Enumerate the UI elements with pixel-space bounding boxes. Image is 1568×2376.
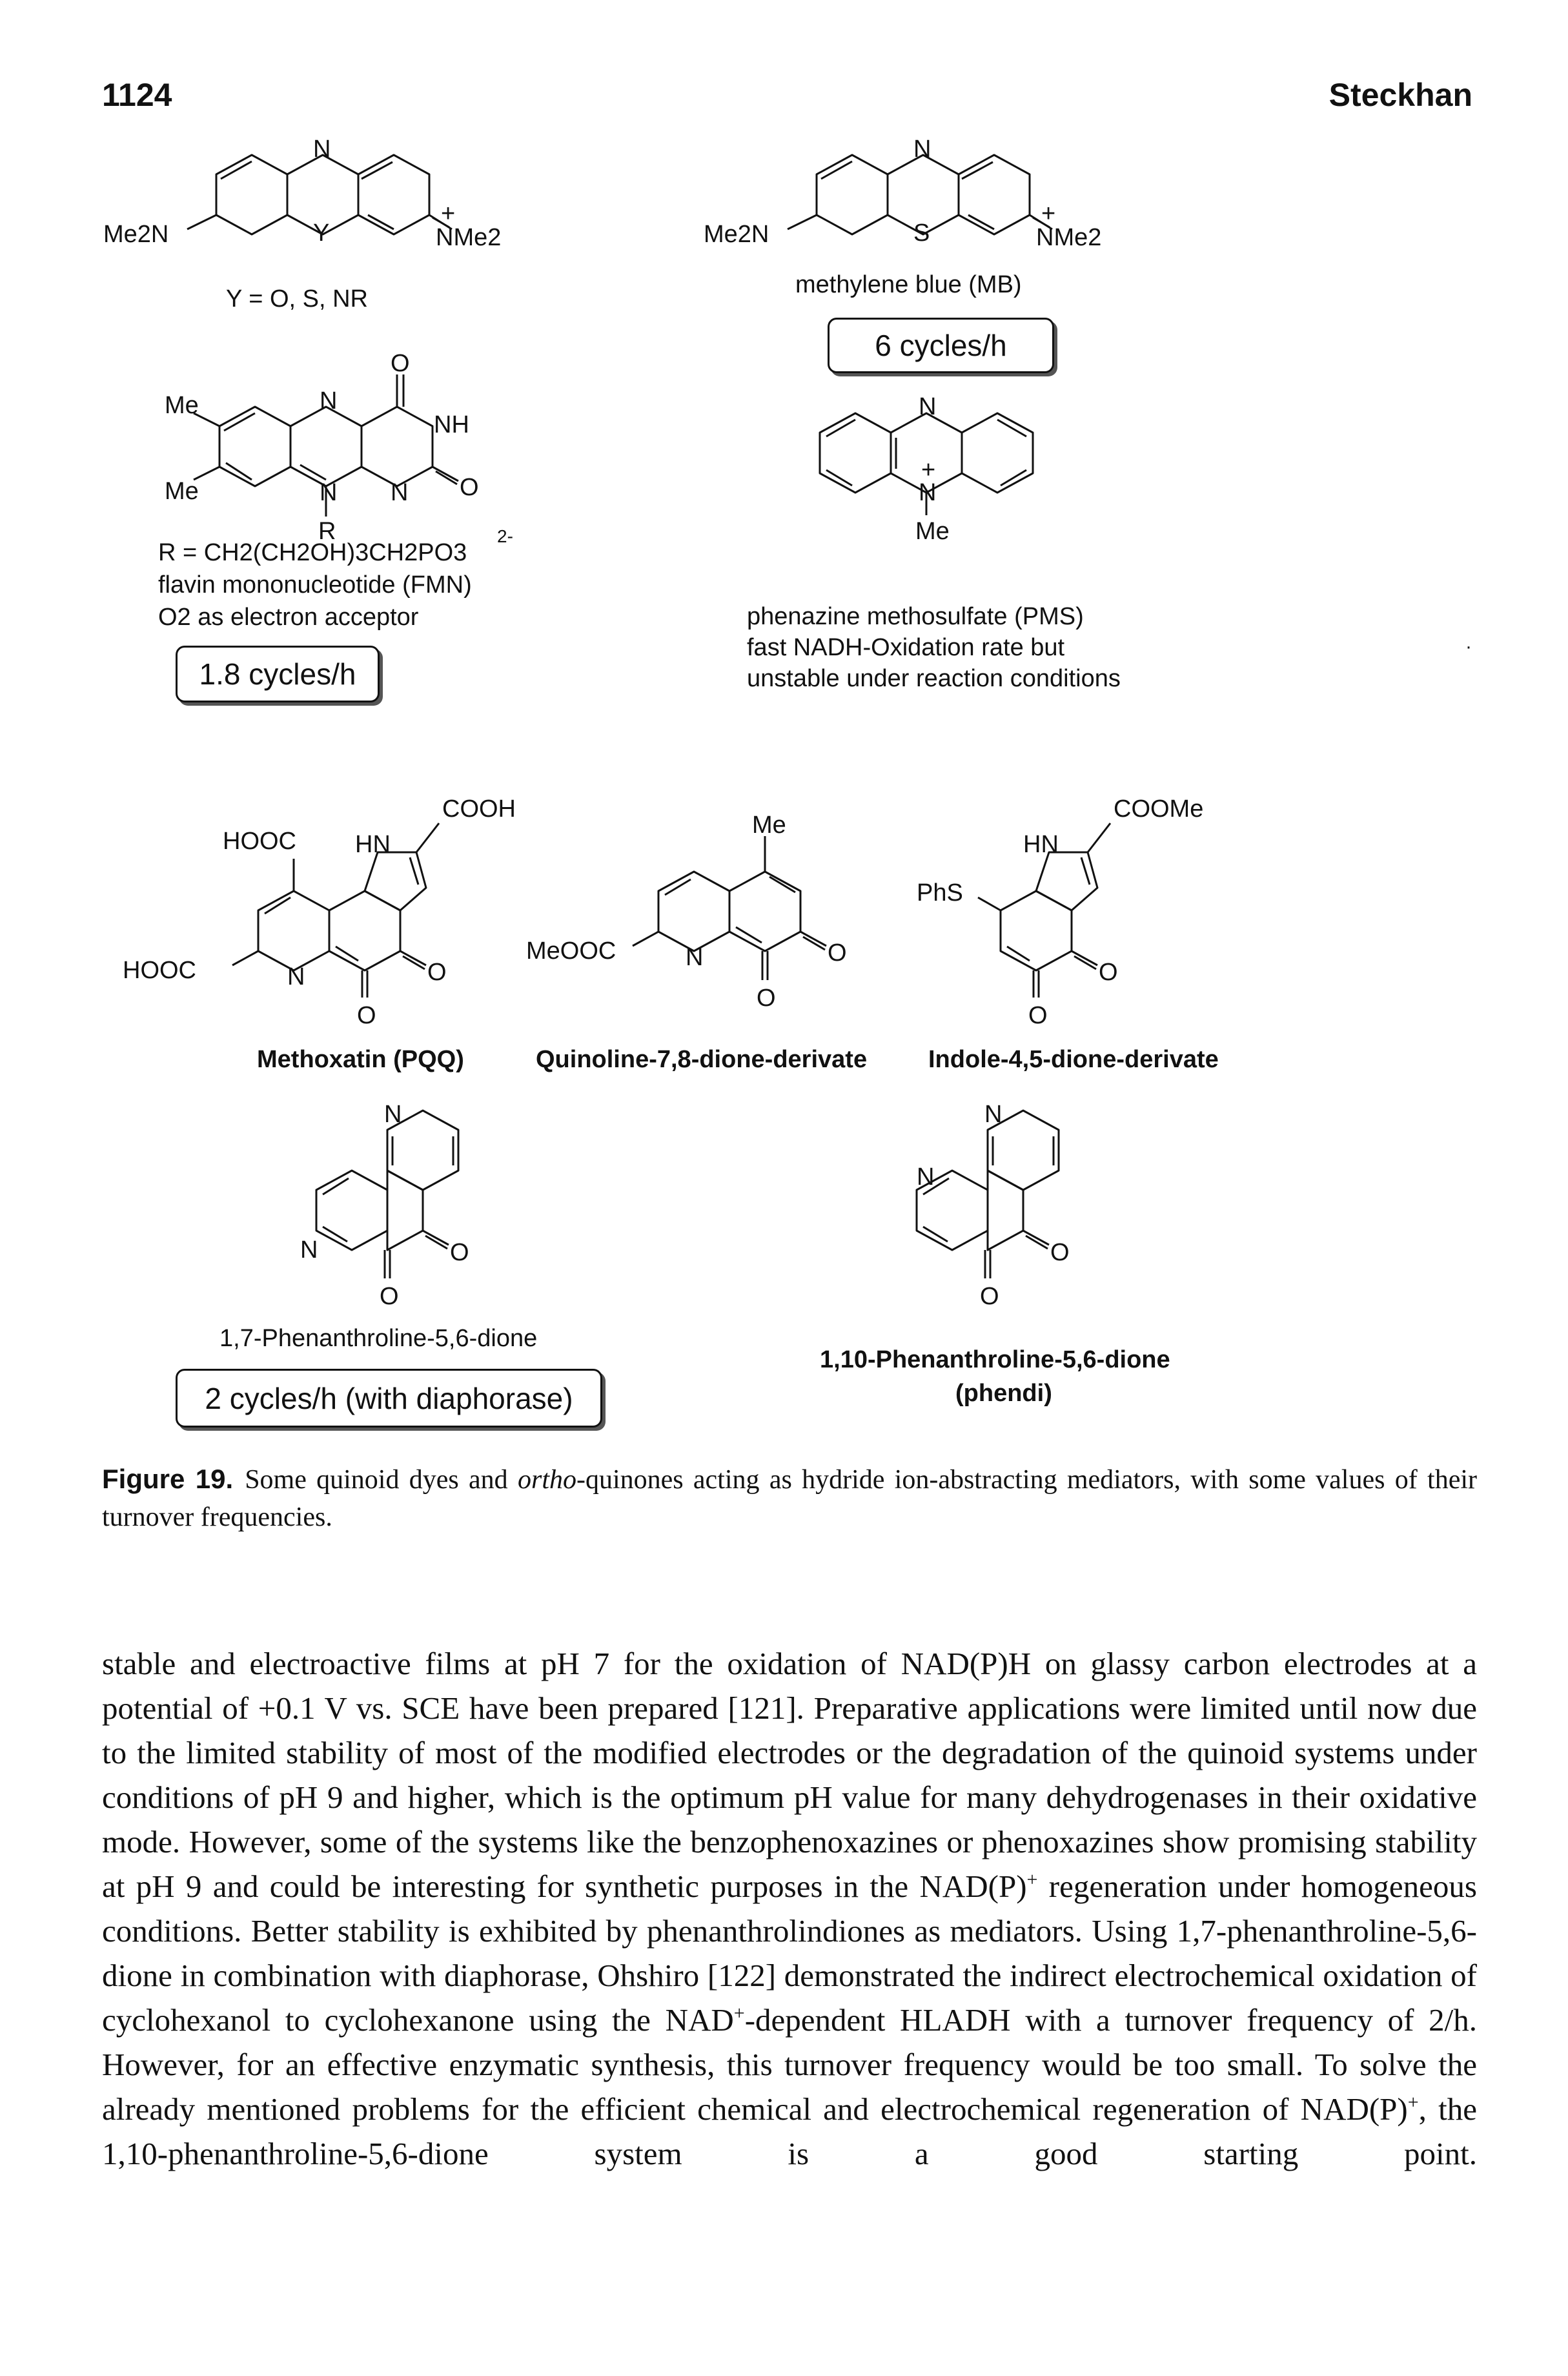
pqq-hooc-left: HOOC (123, 957, 196, 984)
body-segment-4: , the 1,10-phenanthroline-5,6-dione syst… (102, 2091, 1477, 2171)
oxazine-n-label: N (313, 136, 331, 163)
fmn-rate-box: 1.8 cycles/h (176, 646, 380, 702)
mb-s-label: S (913, 220, 930, 247)
fmn-charge: 2- (497, 526, 513, 546)
running-head: Steckhan (1329, 77, 1472, 113)
indole-phs: PhS (917, 879, 963, 906)
oxazine-left-amine: Me2N (103, 221, 168, 248)
quinoline-name: Quinoline-7,8-dione-derivate (536, 1046, 868, 1073)
fmn-r-definition: R = CH2(CH2OH)3CH2PO3 (158, 539, 467, 566)
fmn-n10: N (320, 479, 337, 506)
phen17-n-top: N (384, 1101, 402, 1128)
quinoline-n: N (686, 944, 703, 971)
mb-plus: + (1041, 200, 1055, 227)
oxazine-y-label: Y (313, 220, 329, 247)
body-segment-2: regeneration under homogeneous condition… (102, 1869, 1477, 2038)
indole-coome: COOMe (1114, 795, 1203, 823)
pms-me: Me (915, 518, 950, 545)
phen17-o-bottom: O (380, 1283, 399, 1310)
indole-name: Indole-4,5-dione-derivate (928, 1046, 1219, 1073)
pms-name: phenazine methosulfate (PMS) (747, 603, 1084, 630)
pms-n-top: N (919, 393, 936, 420)
pqq-hooc-top: HOOC (223, 828, 296, 855)
phen110-n-top: N (984, 1101, 1002, 1128)
phen17-structure: N N O O (300, 1101, 469, 1310)
figure-label: Figure 19. (102, 1464, 234, 1494)
pqq-o-bottom: O (357, 1002, 376, 1029)
oxazine-plus: + (441, 200, 455, 227)
oxazine-dye-structure: N Y Me2N NMe2 + (103, 136, 501, 251)
phen110-o-right: O (1050, 1239, 1070, 1266)
pqq-cooh: COOH (442, 795, 516, 823)
pqq-o-right: O (427, 959, 447, 986)
pms-structure: N N + Me (819, 393, 1034, 545)
caption-text-before: Some quinoid dyes and (245, 1465, 518, 1495)
stray-dot: · (1465, 636, 1472, 657)
mb-n-label: N (913, 136, 931, 163)
body-segment-1: stable and electroactive films at pH 7 f… (102, 1646, 1477, 1904)
fmn-name: flavin mononucleotide (FMN) (158, 571, 472, 599)
figure-caption: Figure 19. Some quinoid dyes and ortho-qu… (102, 1460, 1477, 1536)
indole-hn: HN (1023, 831, 1059, 858)
phen110-n-left: N (917, 1163, 934, 1191)
phen17-o-right: O (450, 1239, 469, 1266)
pms-plus: + (921, 456, 935, 484)
fmn-r: R (318, 518, 336, 545)
body-sup-1: + (1026, 1869, 1038, 1890)
mb-left-amine: Me2N (704, 221, 769, 248)
fmn-acceptor: O2 as electron acceptor (158, 604, 419, 631)
methylene-blue-structure: N S Me2N NMe2 + (704, 136, 1101, 251)
fmn-n5: N (320, 387, 337, 415)
page-number: 1124 (102, 77, 172, 113)
pms-note-2: unstable under reaction conditions (747, 665, 1121, 692)
mb-right-amine: NMe2 (1036, 224, 1101, 251)
figure-19: N Y Me2N NMe2 + Y = O, S, NR N S Me2N NM… (103, 136, 1472, 1428)
fmn-nh: NH (434, 411, 469, 438)
fmn-o-top: O (391, 350, 410, 377)
indole-o-right: O (1099, 959, 1118, 986)
pqq-hn: HN (355, 831, 391, 858)
mb-rate-box: 6 cycles/h (828, 318, 1054, 373)
fmn-n1: N (391, 479, 408, 506)
body-sup-2: + (733, 2002, 745, 2024)
pms-n-bottom: N (919, 479, 936, 506)
oxazine-substituents: Y = O, S, NR (226, 285, 368, 312)
mb-name: methylene blue (MB) (795, 271, 1022, 298)
phen110-name: 1,10-Phenanthroline-5,6-dione (820, 1346, 1170, 1373)
body-sup-3: + (1407, 2091, 1419, 2113)
phen110-o-bottom: O (980, 1283, 999, 1310)
fmn-structure: O Me Me N NH N N O R (165, 350, 479, 545)
pqq-n: N (287, 963, 305, 990)
phen110-structure: N N O O (915, 1101, 1070, 1310)
indole-o-bottom: O (1028, 1002, 1048, 1029)
phen17-n-left: N (300, 1236, 318, 1264)
quinoline-me: Me (752, 812, 786, 839)
quinoline-o-bottom: O (757, 985, 776, 1012)
indole-structure: COOMe HN PhS O O (917, 795, 1203, 1029)
quinoline-structure: Me MeOOC N O O (526, 812, 847, 1012)
oxazine-right-amine: NMe2 (436, 224, 501, 251)
fmn-me-1: Me (165, 392, 199, 419)
phen17-rate-box: 2 cycles/h (with diaphorase) (176, 1369, 602, 1428)
pqq-structure: COOH HOOC HN HOOC N O O (123, 795, 516, 1029)
body-paragraph: stable and electroactive films at pH 7 f… (102, 1641, 1477, 2176)
body-segment-3: -dependent HLADH with a turnover frequen… (102, 2002, 1477, 2127)
pqq-name: Methoxatin (PQQ) (257, 1046, 464, 1073)
caption-italic: ortho (517, 1465, 576, 1495)
pms-note-1: fast NADH-Oxidation rate but (747, 634, 1065, 661)
fmn-me-2: Me (165, 478, 199, 505)
quinoline-o-right: O (828, 939, 847, 967)
phen17-name: 1,7-Phenanthroline-5,6-dione (219, 1325, 538, 1352)
fmn-o-right: O (460, 474, 479, 501)
phen110-abbrev: (phendi) (955, 1380, 1052, 1407)
quinoline-meooc: MeOOC (526, 937, 616, 965)
caption-text-after: -quinones acting as hydride ion-abstract… (102, 1465, 1477, 1532)
